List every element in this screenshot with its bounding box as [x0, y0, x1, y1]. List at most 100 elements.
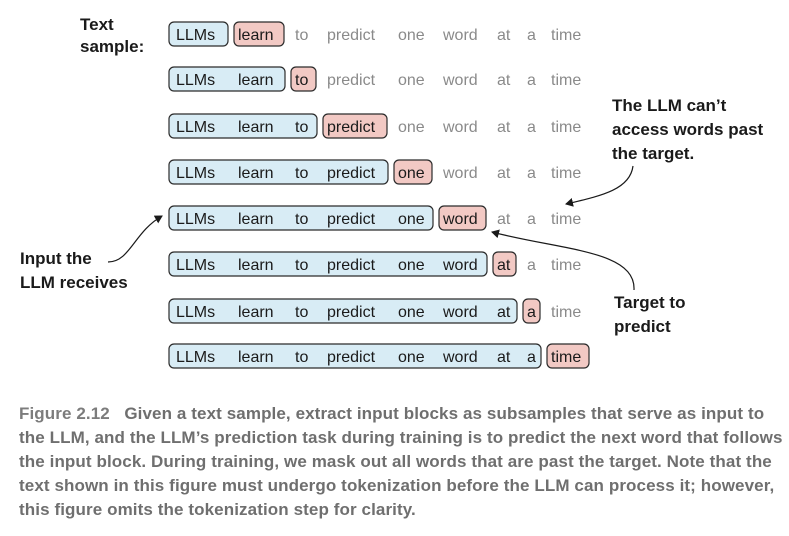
sample-word: to — [295, 349, 308, 366]
sample-word: one — [398, 165, 425, 182]
text-sample-label-line1: Text — [80, 15, 114, 34]
target-block — [546, 343, 590, 369]
input-block — [168, 113, 318, 139]
sample-word: at — [497, 211, 511, 228]
sample-word: at — [497, 27, 511, 44]
sample-word: predict — [327, 349, 376, 366]
sample-word: time — [551, 165, 581, 182]
caption-text: Given a text sample, extract input block… — [19, 404, 783, 519]
arrow-input — [107, 215, 163, 263]
cant-access-label-line3: the target. — [612, 144, 694, 163]
sample-word: LLMs — [176, 349, 215, 366]
cant-access-label-line2: access words past — [612, 120, 764, 139]
sample-word: one — [398, 27, 425, 44]
sample-word: predict — [327, 165, 376, 182]
sample-word: predict — [327, 27, 376, 44]
sample-word: word — [442, 349, 478, 366]
sample-word: predict — [327, 304, 376, 321]
sample-word: a — [527, 257, 536, 274]
sample-word: one — [398, 211, 425, 228]
sample-word: LLMs — [176, 119, 215, 136]
sample-word: LLMs — [176, 27, 215, 44]
input-block — [168, 205, 434, 231]
input-label-line2: LLM receives — [20, 273, 128, 292]
sample-word: at — [497, 257, 511, 274]
sample-word: LLMs — [176, 72, 215, 89]
sample-word: at — [497, 119, 511, 136]
sample-word: word — [442, 119, 478, 136]
input-block — [168, 66, 286, 92]
sample-word: learn — [238, 165, 274, 182]
sample-word: to — [295, 119, 308, 136]
sample-word: to — [295, 211, 308, 228]
sample-word: predict — [327, 211, 376, 228]
sample-word: to — [295, 27, 308, 44]
sample-word: learn — [238, 119, 274, 136]
input-block — [168, 343, 542, 369]
input-label-line1: Input the — [20, 249, 92, 268]
input-block — [168, 251, 488, 277]
target-label-line1: Target to — [614, 293, 685, 312]
sample-word: one — [398, 72, 425, 89]
sample-word: learn — [238, 211, 274, 228]
sample-word: word — [442, 72, 478, 89]
target-block — [233, 21, 285, 47]
sample-word: learn — [238, 349, 274, 366]
sample-word: a — [527, 27, 536, 44]
sample-word: learn — [238, 72, 274, 89]
text-sample-label-line2: sample: — [80, 37, 144, 56]
sample-word: learn — [238, 27, 274, 44]
sample-word: time — [551, 72, 581, 89]
figure-label: Figure 2.12 — [19, 404, 110, 423]
sample-word: a — [527, 119, 536, 136]
sample-word: a — [527, 211, 536, 228]
sample-word: word — [442, 257, 478, 274]
sample-word: word — [442, 165, 478, 182]
sample-word: time — [551, 304, 581, 321]
sample-word: learn — [238, 257, 274, 274]
sample-word: predict — [327, 257, 376, 274]
input-block — [168, 21, 229, 47]
target-block — [522, 298, 541, 324]
sample-word: one — [398, 257, 425, 274]
sample-word: one — [398, 119, 425, 136]
sample-word: learn — [238, 304, 274, 321]
figure-caption: Figure 2.12 Given a text sample, extract… — [19, 402, 784, 522]
sample-word: predict — [327, 72, 376, 89]
input-block — [168, 298, 518, 324]
sample-word: LLMs — [176, 165, 215, 182]
sample-word: a — [527, 304, 536, 321]
sample-word: word — [442, 27, 478, 44]
arrow-cant-access — [565, 165, 634, 207]
sample-word: one — [398, 304, 425, 321]
target-label-line2: predict — [614, 317, 671, 336]
sample-word: a — [527, 72, 536, 89]
sample-word: to — [295, 72, 308, 89]
arrow-target — [491, 229, 635, 291]
sample-word: predict — [327, 119, 376, 136]
sample-word: one — [398, 349, 425, 366]
target-block — [290, 66, 317, 92]
sample-word: time — [551, 211, 581, 228]
sample-word: a — [527, 165, 536, 182]
sample-word: LLMs — [176, 211, 215, 228]
target-block — [322, 113, 388, 139]
sample-word: at — [497, 72, 511, 89]
sample-word: time — [551, 119, 581, 136]
target-block — [438, 205, 487, 231]
sample-word: to — [295, 257, 308, 274]
sample-word: to — [295, 304, 308, 321]
sample-word: time — [551, 257, 581, 274]
sample-word: a — [527, 349, 536, 366]
cant-access-label-line1: The LLM can’t — [612, 96, 727, 115]
